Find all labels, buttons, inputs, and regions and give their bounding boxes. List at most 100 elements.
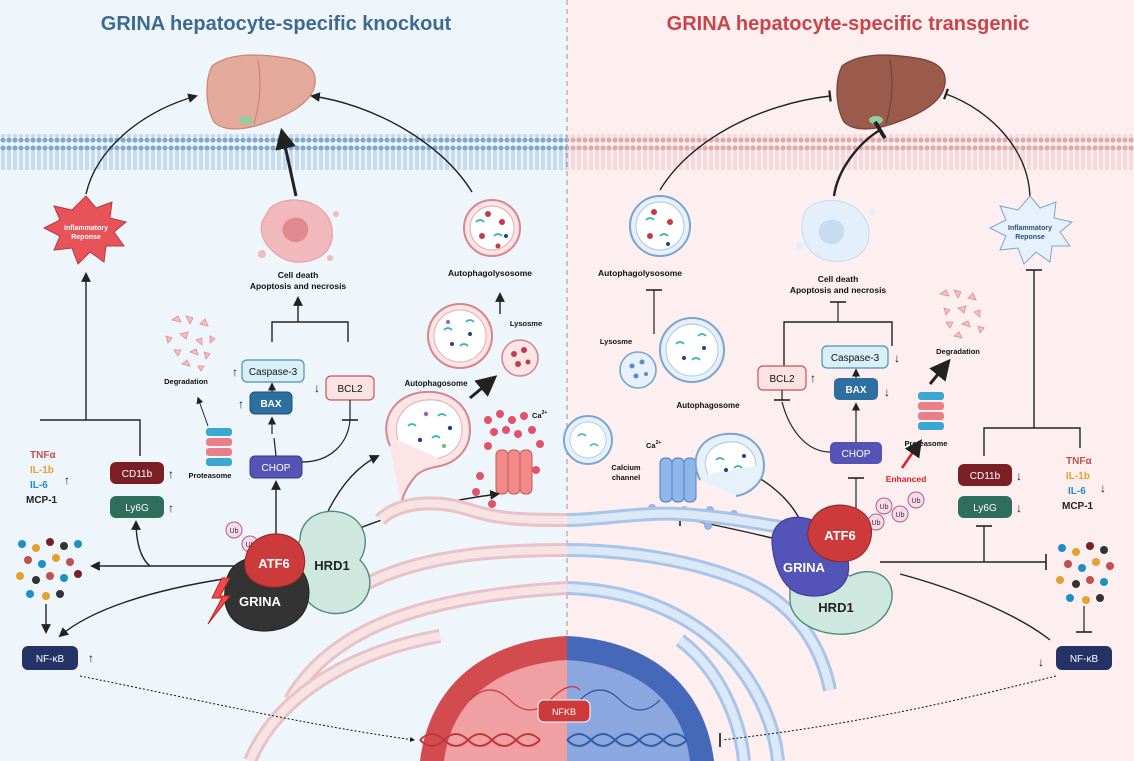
left-degradation-label: Degradation: [164, 377, 208, 386]
left-nfkb-dna-arrow: [79, 675, 415, 742]
liver-icon-left: [206, 54, 316, 130]
right-ly6g-label: Ly6G: [973, 503, 997, 514]
right-proteasome-icon: [918, 392, 944, 430]
right-il1b: IL-1b: [1066, 471, 1090, 482]
right-inflammatory-line2: Reponse: [1015, 234, 1045, 241]
left-mcp1: MCP-1: [26, 495, 58, 506]
right-ca-label: Ca2+: [646, 440, 661, 450]
right-cell-membrane: [567, 134, 1134, 170]
dna-helix-icon: [419, 733, 688, 747]
left-atf6-protein: [244, 533, 306, 588]
right-small-vesicle: [563, 415, 613, 465]
right-grina-label: GRINA: [783, 560, 826, 575]
left-phagophore: [385, 390, 472, 511]
right-cell-death-label: Cell death: [818, 274, 859, 284]
right-nfkb-down: ↓: [1038, 655, 1044, 669]
right-autophagolysosome-icon: [629, 195, 691, 257]
right-calcium-line2: channel: [612, 473, 640, 482]
left-liver-arrows: [85, 92, 473, 197]
left-ly6g-label: Ly6G: [125, 503, 149, 514]
left-autophagosome-arrow: [469, 375, 498, 400]
right-cytokines-down: ↓: [1100, 481, 1106, 495]
right-inflammatory-response: Inflammatory Reponse: [988, 195, 1074, 265]
left-apoptosis-label: Apoptosis and necrosis: [250, 281, 347, 291]
left-ca-label: Ca2+: [532, 410, 547, 420]
left-grina-label: GRINA: [239, 594, 282, 609]
left-bcl2-label: BCL2: [337, 384, 362, 395]
right-ly6g-down: ↓: [1016, 501, 1022, 515]
left-caspase3-box: [241, 359, 305, 383]
nfkb-dna-label: NFKB: [552, 707, 576, 717]
left-autophagosome-vesicle: [427, 303, 493, 369]
right-cytokine-dots: [1056, 542, 1114, 604]
right-ly6g-box: [958, 496, 1012, 518]
left-proteasome-label: Proteasome: [189, 471, 232, 480]
liver-icon-right: [836, 54, 946, 130]
right-calcium-line1: Calcium: [611, 463, 641, 472]
left-autophagosome-label: Autophagosome: [404, 379, 468, 388]
right-cd11b-down: ↓: [1016, 469, 1022, 483]
left-apoptosis-bracket: [271, 321, 349, 342]
right-mcp1: MCP-1: [1062, 501, 1094, 512]
right-enhanced-label: Enhanced: [886, 474, 927, 484]
left-cell-death-icon: [258, 199, 339, 263]
right-ub-2: Ub: [896, 512, 905, 519]
left-il1b: IL-1b: [30, 465, 54, 476]
left-nfkb-label: NF-κB: [36, 654, 65, 665]
left-degradation-fragments: [165, 315, 216, 372]
right-cell-death-icon: [796, 199, 875, 262]
er-right: [566, 506, 837, 761]
right-il6: IL-6: [1068, 486, 1086, 497]
left-caspase3-up: ↑: [232, 365, 238, 379]
right-nfkb-label: NF-κB: [1070, 654, 1099, 665]
left-bcl2-down: ↓: [314, 381, 320, 395]
lightning-icon: [207, 577, 232, 625]
left-il6: IL-6: [30, 480, 48, 491]
right-ub-3: Ub: [912, 498, 921, 505]
left-tnfa: TNFα: [30, 450, 56, 461]
right-bax-label: BAX: [845, 385, 866, 396]
right-caspase3-box: [821, 345, 889, 369]
right-nfkb-box: [1056, 646, 1112, 670]
right-cd11b-box: [958, 464, 1012, 486]
right-phagophore: [694, 432, 766, 497]
left-lysosome-label: Lysosme: [510, 319, 542, 328]
left-calcium-channel: [495, 449, 533, 495]
left-ly6g-up: ↑: [168, 501, 174, 515]
right-degradation-fragments: [938, 289, 985, 339]
left-bax-up: ↑: [238, 397, 244, 411]
left-cd11b-box: [110, 462, 164, 484]
left-cd11b-up: ↑: [168, 467, 174, 481]
right-calcium-channel: [659, 457, 697, 503]
right-apoptosis-label: Apoptosis and necrosis: [790, 285, 887, 295]
left-cytokine-dots: [16, 538, 82, 600]
right-ub-4: Ub: [872, 520, 881, 527]
left-chop-up-line: [273, 437, 277, 457]
left-nfkb-up: ↑: [88, 651, 94, 665]
right-title: GRINA hepatocyte-specific transgenic: [667, 13, 1030, 35]
left-title: GRINA hepatocyte-specific knockout: [101, 13, 452, 35]
left-inflammatory-line2: Reponse: [71, 234, 101, 241]
right-chop-box: [830, 442, 882, 464]
nfkb-dna-box: [537, 699, 591, 723]
right-enhanced-arrow: [900, 439, 922, 469]
right-caspase3-down: ↓: [894, 351, 900, 365]
right-atf6-protein: [807, 504, 872, 563]
left-degradation-arrow: [196, 396, 209, 427]
left-atf6-label: ATF6: [258, 556, 290, 571]
right-lysosome-label: Lysosme: [600, 337, 632, 346]
right-inflam-bracket: [983, 427, 1081, 456]
left-calcium-ions: [472, 410, 544, 508]
right-proteasome-label: Proteasome: [905, 439, 948, 448]
left-caspase3-label: Caspase-3: [249, 367, 298, 378]
left-inflammatory-response: Inflammatory Reponse: [42, 195, 128, 265]
right-inflammatory-line1: Inflammatory: [1008, 225, 1052, 232]
right-ubiquitin: Ub Ub Ub Ub: [867, 491, 925, 531]
left-cell-death-label: Cell death: [278, 270, 319, 280]
right-autophagosome-label: Autophagosome: [676, 401, 740, 410]
right-chop-bcl2-line: [781, 401, 831, 453]
right-bax-down: ↓: [884, 385, 890, 399]
right-tnfa: TNFα: [1066, 456, 1092, 467]
